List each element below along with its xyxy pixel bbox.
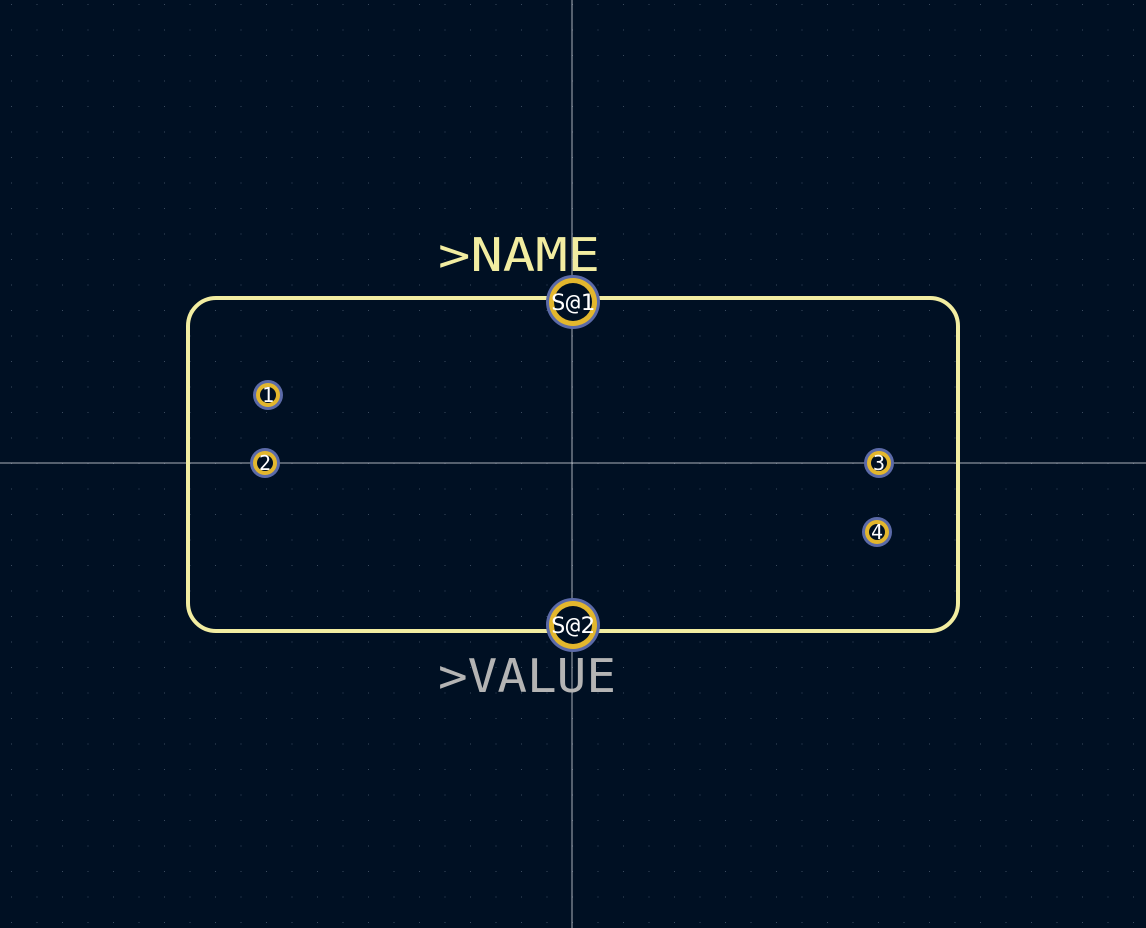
pad-s1-label: S@1	[551, 291, 595, 316]
pad-s2[interactable]: S@2	[546, 598, 600, 652]
pad-4-label: 4	[871, 520, 883, 544]
pad-s2-label: S@2	[551, 614, 595, 639]
pad-3-label: 3	[873, 451, 885, 475]
value-field[interactable]: >VALUE	[438, 649, 616, 703]
pad-4[interactable]: 4	[862, 517, 892, 547]
name-field[interactable]: >NAME	[438, 228, 600, 282]
pad-3[interactable]: 3	[864, 448, 894, 478]
pad-1-label: 1	[262, 383, 274, 407]
pad-1[interactable]: 1	[253, 380, 283, 410]
pad-s1[interactable]: S@1	[546, 275, 600, 329]
silkscreen-outline[interactable]	[186, 296, 960, 633]
pad-2[interactable]: 2	[250, 448, 280, 478]
pad-2-label: 2	[259, 451, 271, 475]
